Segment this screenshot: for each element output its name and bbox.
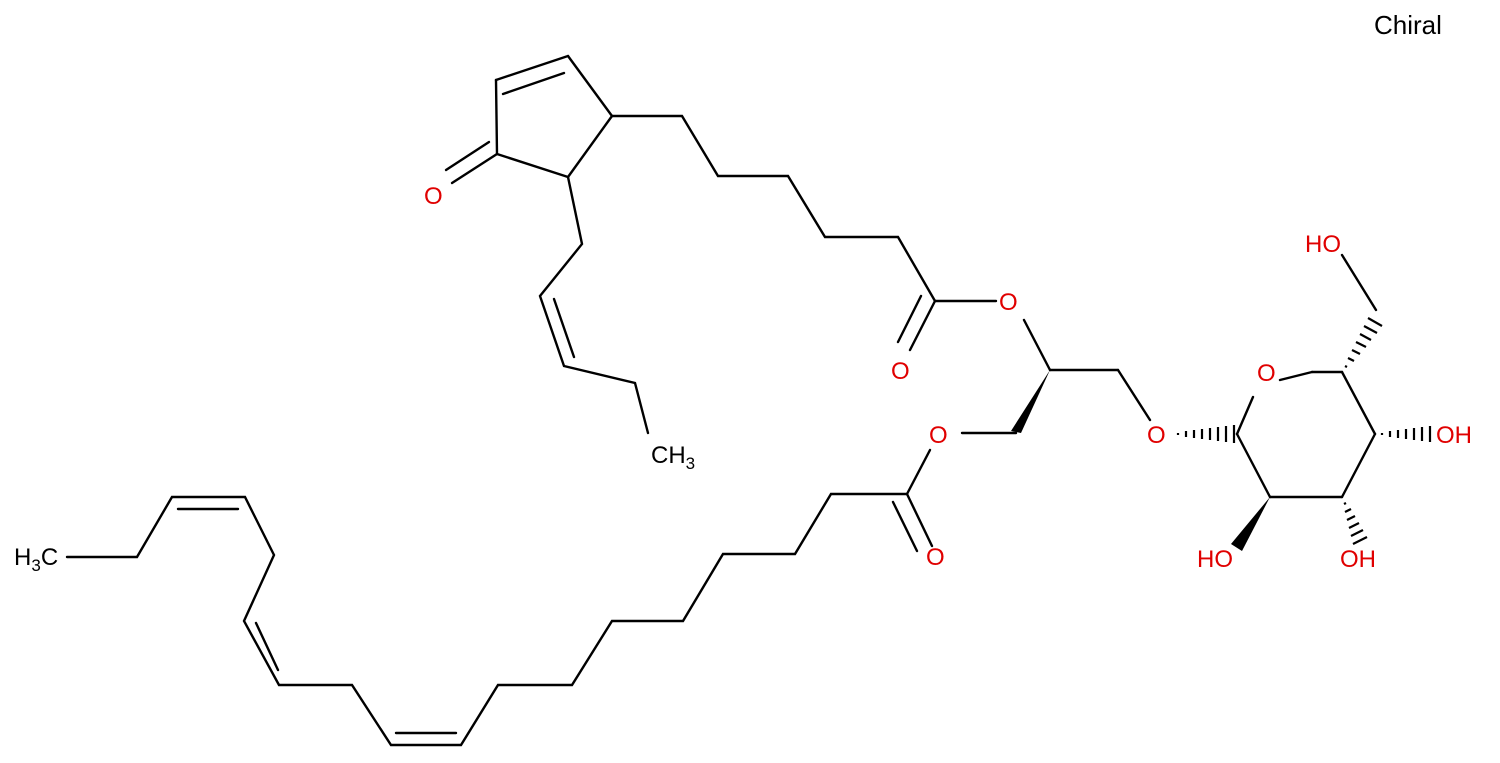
- cyclopentenone-ring: [444, 54, 614, 185]
- pyranose-ring: [1235, 253, 1378, 499]
- pentenyl-chain: [538, 175, 650, 435]
- ketone-oxygen: O: [424, 183, 443, 210]
- stereo-wedge: [1011, 370, 1050, 433]
- hydroxyl-c4: OH: [1436, 422, 1472, 449]
- stereo-hash-c5: [1344, 317, 1383, 368]
- linolenoyl-chain: [65, 448, 934, 747]
- ring-oxygen: O: [1257, 360, 1276, 387]
- methyl-left: H3C: [14, 544, 58, 575]
- hydroxyl-c2: HO: [1197, 546, 1233, 573]
- stereo-wedge-c2: [1231, 497, 1270, 551]
- chiral-label: Chiral: [1374, 10, 1442, 40]
- ester2-oxygen: O: [929, 422, 948, 449]
- glycerol-backbone: [960, 318, 1152, 435]
- stereo-hash-c3: [1343, 502, 1368, 545]
- hydroxyl-ch2: HO: [1305, 231, 1341, 258]
- stereo-hash-c1: [1176, 425, 1236, 443]
- ester1-carbonyl-oxygen: O: [891, 358, 910, 385]
- hexanoyl-chain: [610, 114, 998, 352]
- methyl-top: CH3: [651, 442, 695, 473]
- hydroxyl-c3: OH: [1340, 546, 1376, 573]
- ester2-carbonyl-oxygen: O: [926, 544, 945, 571]
- stereo-hash-c4: [1380, 426, 1432, 442]
- glycoside-oxygen: O: [1147, 422, 1166, 449]
- ester1-oxygen: O: [999, 289, 1018, 316]
